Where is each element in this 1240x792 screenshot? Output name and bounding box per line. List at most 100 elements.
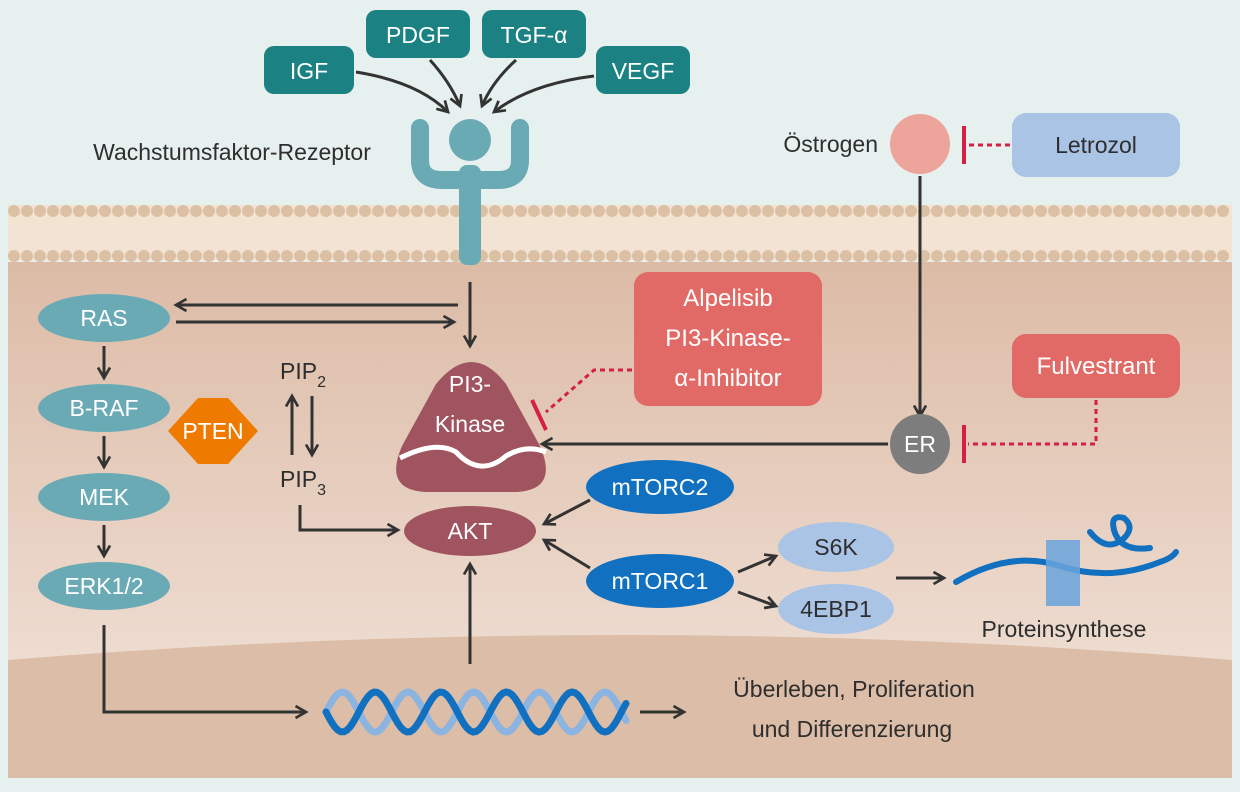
lipid-head	[242, 250, 254, 262]
igf-label: IGF	[290, 58, 328, 84]
lipid-head	[1087, 250, 1099, 262]
lipid-head	[177, 205, 189, 217]
lipid-head	[1165, 205, 1177, 217]
erk-label: ERK1/2	[64, 573, 143, 599]
lipid-head	[203, 250, 215, 262]
4ebp1-node: 4EBP1	[778, 584, 894, 634]
pi3k-label-line2: Kinase	[435, 411, 505, 437]
growth-factor-receptor	[411, 119, 529, 265]
erk-node: ERK1/2	[38, 562, 170, 610]
lipid-head	[593, 205, 605, 217]
lipid-head	[619, 250, 631, 262]
lipid-head	[957, 205, 969, 217]
lipid-head	[853, 250, 865, 262]
lipid-head	[1178, 205, 1190, 217]
lipid-head	[229, 250, 241, 262]
lipid-head	[814, 205, 826, 217]
mapk-arrows	[96, 346, 309, 720]
lipid-head	[1191, 250, 1203, 262]
lipid-head	[827, 205, 839, 217]
lipid-head	[268, 205, 280, 217]
lipid-head	[125, 250, 137, 262]
lipid-head	[1204, 205, 1216, 217]
lipid-head	[424, 250, 436, 262]
lipid-head	[177, 250, 189, 262]
lipid-head	[996, 205, 1008, 217]
lipid-head	[697, 250, 709, 262]
mtorc2-label: mTORC2	[612, 474, 709, 500]
lipid-head	[515, 205, 527, 217]
lipid-head	[60, 205, 72, 217]
lipid-head	[8, 205, 20, 217]
lipid-head	[827, 250, 839, 262]
pdgf-label: PDGF	[386, 22, 450, 48]
lipid-head	[385, 250, 397, 262]
alpelisib-line2: PI3-Kinase-	[665, 325, 790, 352]
lipid-head	[983, 250, 995, 262]
lipid-head	[151, 205, 163, 217]
lipid-head	[606, 250, 618, 262]
lipid-head	[229, 205, 241, 217]
lipid-head	[593, 250, 605, 262]
growth-factor-tgf-alpha: TGF-α	[482, 10, 586, 58]
outcome-line2: und Differenzierung	[752, 716, 952, 742]
lipid-head	[1061, 250, 1073, 262]
lipid-head	[242, 205, 254, 217]
lipid-head	[398, 205, 410, 217]
lipid-head	[294, 250, 306, 262]
lipid-head	[1074, 205, 1086, 217]
lipid-head	[762, 205, 774, 217]
mek-label: MEK	[79, 484, 130, 510]
pip2-label: PIP2	[280, 358, 326, 391]
lipid-head	[112, 250, 124, 262]
lipid-head	[437, 205, 449, 217]
lipid-head	[1152, 205, 1164, 217]
lipid-head	[1217, 250, 1229, 262]
lipid-head	[957, 250, 969, 262]
lipid-head	[281, 205, 293, 217]
lipid-head	[736, 205, 748, 217]
lipid-head	[1035, 250, 1047, 262]
lipid-head	[554, 250, 566, 262]
lipid-head	[307, 250, 319, 262]
lipid-head	[34, 205, 46, 217]
lipid-head	[684, 250, 696, 262]
lipid-head	[580, 205, 592, 217]
growth-factor-pdgf: PDGF	[366, 10, 470, 58]
lipid-head	[320, 250, 332, 262]
lipid-head	[528, 250, 540, 262]
lipid-head	[333, 205, 345, 217]
lipid-head	[21, 250, 33, 262]
lipid-head	[346, 250, 358, 262]
lipid-head	[47, 205, 59, 217]
lipid-head	[99, 250, 111, 262]
lipid-head	[788, 205, 800, 217]
pi3-kinase: PI3- Kinase	[396, 362, 547, 492]
cell-membrane	[8, 205, 1232, 262]
lipid-head	[1074, 250, 1086, 262]
lipid-head	[86, 250, 98, 262]
lipid-head	[424, 205, 436, 217]
lipid-head	[866, 205, 878, 217]
lipid-head	[814, 250, 826, 262]
fulvestrant-label: Fulvestrant	[1037, 353, 1156, 380]
lipid-head	[866, 250, 878, 262]
lipid-head	[1165, 250, 1177, 262]
lipid-head	[1178, 250, 1190, 262]
vegf-label: VEGF	[612, 58, 675, 84]
4ebp1-label: 4EBP1	[800, 596, 872, 622]
lipid-head	[710, 205, 722, 217]
lipid-head	[840, 205, 852, 217]
lipid-head	[749, 250, 761, 262]
lipid-head	[190, 250, 202, 262]
pi3k-label-line1: PI3-	[449, 371, 491, 397]
lipid-head	[151, 250, 163, 262]
lipid-head	[268, 250, 280, 262]
lipid-head	[190, 205, 202, 217]
growth-factor-igf: IGF	[264, 46, 354, 94]
letrozole-inhibition	[962, 126, 1010, 164]
lipid-head	[541, 250, 553, 262]
pten-hexagon: PTEN	[168, 398, 258, 464]
mek-node: MEK	[38, 473, 170, 521]
lipid-head	[996, 250, 1008, 262]
